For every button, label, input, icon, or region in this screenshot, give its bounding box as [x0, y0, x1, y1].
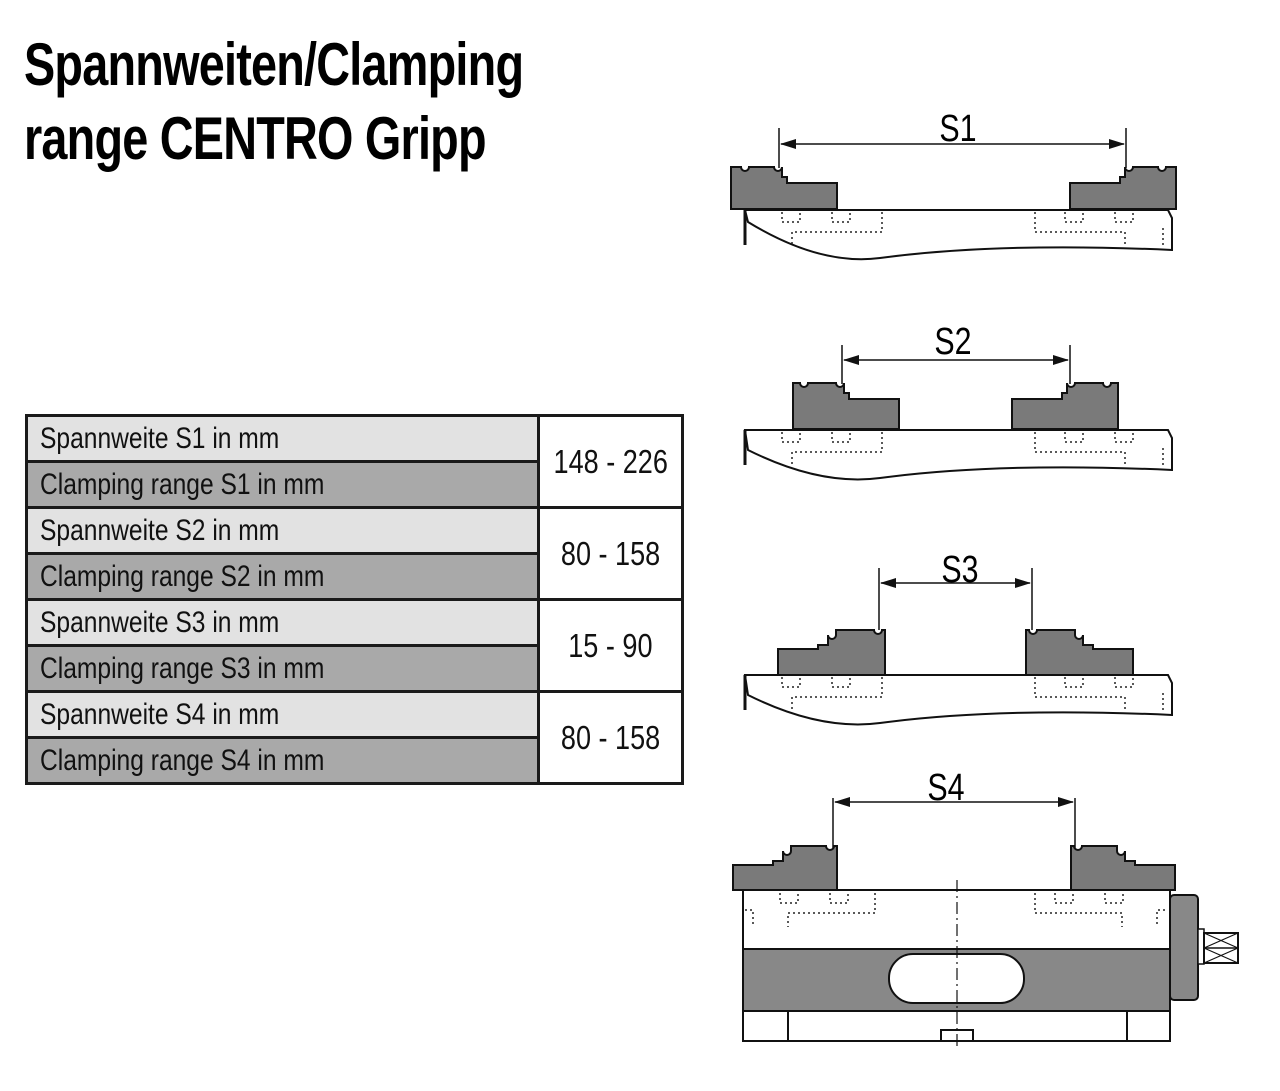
table-row: Spannweite S2 in mm 80 - 158	[25, 506, 684, 601]
diagram-s3: S3	[743, 549, 1173, 726]
dimension-label-s3: S3	[941, 549, 978, 591]
table-row: Clamping range S2 in mm	[25, 552, 683, 601]
table-row: Clamping range S4 in mm	[25, 736, 683, 785]
label-en-s4: Clamping range S4 in mm	[25, 736, 540, 785]
table-row: Spannweite S1 in mm 148 - 226	[25, 414, 684, 509]
value-s3: 15 - 90	[537, 598, 684, 693]
table-row: Clamping range S1 in mm	[25, 460, 683, 509]
label-en-s1: Clamping range S1 in mm	[25, 460, 540, 509]
diagram-s4: S4	[732, 767, 1239, 1050]
dimension-label-s1: S1	[939, 108, 976, 150]
title-line-2: range CENTRO Gripp	[24, 105, 487, 172]
label-en-s3: Clamping range S3 in mm	[25, 644, 540, 693]
table-row: Spannweite S3 in mm 15 - 90	[25, 598, 684, 693]
value-s2: 80 - 158	[537, 506, 684, 601]
label-de-s1: Spannweite S1 in mm	[25, 414, 540, 463]
table-row: Spannweite S4 in mm 80 - 158	[25, 690, 684, 785]
diagram-s1: S1	[730, 108, 1177, 261]
clamping-range-table: Spannweite S1 in mm 148 - 226 Clamping r…	[25, 414, 684, 785]
label-de-s3: Spannweite S3 in mm	[25, 598, 540, 647]
page-title: Spannweiten/Clamping range CENTRO Gripp	[24, 28, 524, 176]
label-en-s2: Clamping range S2 in mm	[25, 552, 540, 601]
title-line-1: Spannweiten/Clamping	[24, 31, 524, 98]
diagram-s2: S2	[743, 321, 1173, 481]
label-de-s2: Spannweite S2 in mm	[25, 506, 540, 555]
value-s1: 148 - 226	[537, 414, 684, 509]
label-de-s4: Spannweite S4 in mm	[25, 690, 540, 739]
dimension-label-s2: S2	[934, 321, 971, 363]
value-s4: 80 - 158	[537, 690, 684, 785]
table-row: Clamping range S3 in mm	[25, 644, 683, 693]
dimension-label-s4: S4	[927, 767, 964, 809]
